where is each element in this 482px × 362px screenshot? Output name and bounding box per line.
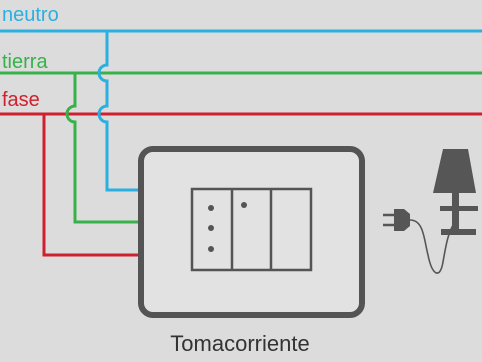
- neutral-drop-wire: [97, 31, 142, 192]
- outlet-dot: [208, 225, 214, 231]
- neutral-wire-label: neutro: [2, 4, 59, 26]
- outlet-dot: [208, 205, 214, 211]
- ground-wire-label: tierra: [2, 51, 48, 73]
- phase-wire-label: fase: [2, 89, 40, 111]
- outlet-dot: [208, 246, 214, 252]
- outlet-dot: [241, 202, 247, 208]
- outlet-label: Tomacorriente: [170, 331, 310, 356]
- phase-drop-wire: [42, 114, 142, 257]
- table-lamp-icon: [433, 149, 478, 235]
- outlet-frame: [138, 146, 365, 318]
- power-plug-icon: [383, 209, 456, 274]
- ground-drop-wire: [65, 73, 142, 224]
- outlet-plate: [190, 187, 313, 272]
